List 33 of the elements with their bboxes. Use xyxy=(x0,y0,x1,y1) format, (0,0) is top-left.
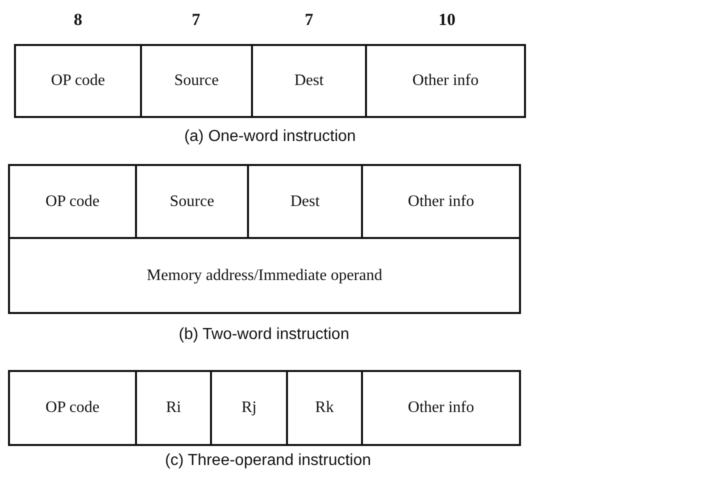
instruction-field xyxy=(286,370,363,446)
instruction-field xyxy=(361,370,521,446)
instruction-field xyxy=(8,164,137,239)
instruction-field xyxy=(361,164,521,239)
instruction-field xyxy=(8,237,521,314)
field-name: Source xyxy=(174,72,219,90)
field-name: Memory address/Immediate operand xyxy=(146,266,382,284)
field-name: Source xyxy=(170,192,214,210)
field-name: Ri xyxy=(166,399,182,417)
field-name: OP code xyxy=(50,72,106,90)
instruction-field xyxy=(8,370,137,446)
field-name: OP code xyxy=(45,192,100,210)
figure-caption: (a) One-word instruction xyxy=(184,128,356,146)
field-name: Rj xyxy=(241,399,257,417)
instruction-field xyxy=(210,370,288,446)
field-name: Other info xyxy=(412,72,479,90)
field-name: Dest xyxy=(294,72,324,90)
instruction-field xyxy=(14,44,142,118)
bit-width-label: 10 xyxy=(438,10,456,30)
field-name: Rk xyxy=(315,399,334,417)
field-name: Other info xyxy=(408,192,474,210)
instruction-field xyxy=(140,44,253,118)
instruction-field xyxy=(365,44,526,118)
instruction-field xyxy=(251,44,367,118)
field-name: Dest xyxy=(290,192,320,210)
instruction-field xyxy=(135,370,212,446)
figure-caption: (c) Three-operand instruction xyxy=(164,452,372,470)
bit-width-label: 7 xyxy=(192,10,200,30)
bit-width-label: 8 xyxy=(74,10,82,30)
field-name: OP code xyxy=(45,399,100,417)
field-name: Other info xyxy=(408,399,474,417)
bit-width-label: 7 xyxy=(304,10,314,30)
figure-caption: (b) Two-word instruction xyxy=(178,326,350,344)
